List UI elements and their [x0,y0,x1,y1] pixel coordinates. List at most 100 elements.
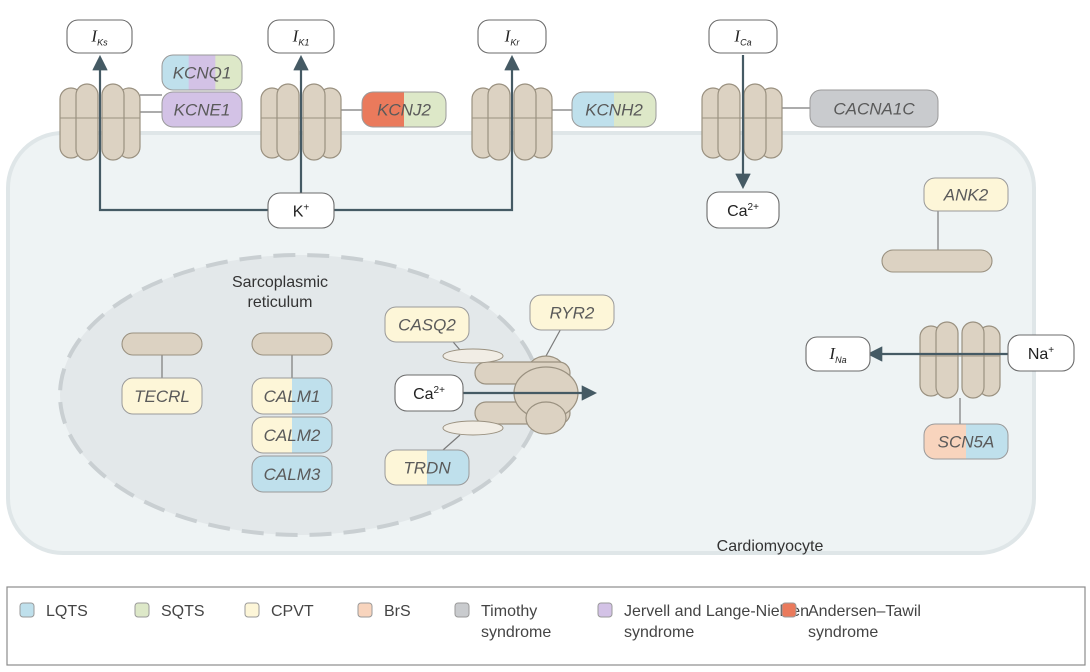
gene-casq2-label: CASQ2 [398,316,456,335]
gene-kcnj2-segment [362,92,405,127]
ion-ca_out: Ca2+ [706,191,780,229]
sr-label-line1: Sarcoplasmic [232,274,328,291]
gene-calm3-segment [252,456,332,492]
ion-na-label: Na+ [1028,345,1054,363]
current-ikr: IKr [477,19,547,54]
current-ica: ICa [708,19,778,54]
gene-ank2: ANK2 [923,177,1009,212]
ion-k: K+ [267,192,335,229]
gene-calm1-segment [252,378,293,414]
gene-calm3: CALM3 [251,455,333,493]
gene-cacna1c-label: CACNA1C [833,100,915,119]
gene-kcnq1-segment [188,55,216,90]
gene-casq2-segment [385,307,469,342]
legend-item-jln: Jervell and Lange-Nielsen syndrome [597,602,809,641]
gene-tecrl-label: TECRL [134,387,190,406]
legend-label: syndrome [624,624,694,641]
legend-label: Timothy [481,603,537,620]
calm-pill [251,332,333,356]
gene-calm2-label: CALM2 [264,426,321,445]
gene-kcnq1-segment [215,55,242,90]
gene-scn5a-segment [924,424,967,459]
legend-swatch [597,602,613,618]
gene-calm1-segment [292,378,332,414]
gene-ryr2: RYR2 [529,294,615,331]
legend-label: SQTS [161,603,205,620]
trdn-connector [442,434,461,451]
gene-calm1-label: CALM1 [264,387,321,406]
legend-swatch [454,602,470,618]
legend-label: CPVT [271,603,314,620]
cardiomyocyte-label: Cardiomyocyte [717,538,824,555]
ion-na: Na+ [1007,334,1075,372]
legend-item-brs: BrS [357,602,411,620]
gene-calm3-label: CALM3 [264,465,321,484]
ica-channel [701,83,783,161]
ryr2-complex [442,348,579,436]
legend-label: BrS [384,603,411,620]
current-ina: INa [805,336,871,372]
ikr-channel [471,83,553,161]
iks-channel [59,83,141,161]
legend-swatch [19,602,35,618]
gene-cacna1c-segment [810,90,938,127]
gene-kcnh2-segment [572,92,615,127]
gene-kcnq1-segment [162,55,190,90]
legend-label: syndrome [808,624,878,641]
gene-kcnh2-segment [614,92,656,127]
legend-swatch [357,602,373,618]
gene-trdn-label: TRDN [403,459,451,478]
gene-casq2: CASQ2 [384,306,470,343]
gene-trdn-segment [385,450,428,485]
legend-item-cpvt: CPVT [244,602,314,620]
gene-kcnq1-label: KCNQ1 [173,64,232,83]
gene-ank2-segment [924,178,1008,211]
gene-calm2: CALM2 [251,416,333,454]
gene-ryr2-segment [530,295,614,330]
gene-kcne1-segment [162,92,242,127]
gene-scn5a: SCN5A [923,423,1009,460]
gene-tecrl-segment [122,378,202,414]
legend-label: Andersen–Tawil [808,603,921,620]
sr-label-line2: reticulum [248,294,313,311]
gene-kcnh2-label: KCNH2 [585,101,643,120]
gene-cacna1c: CACNA1C [809,89,939,128]
gene-kcnh2: KCNH2 [571,91,657,128]
ik1-channel [260,83,342,161]
gene-scn5a-label: SCN5A [938,433,995,452]
ankyrin-pill [881,249,993,273]
k-to-iks-arrow [92,54,268,212]
gene-tecrl: TECRL [121,377,203,415]
legend-swatch [134,602,150,618]
legend-item-at: Andersen–Tawil syndrome [781,602,921,641]
current-iks: IKs [66,19,133,54]
gene-kcnj2-segment [404,92,446,127]
gene-kcnj2-label: KCNJ2 [377,101,431,120]
gene-calm2-segment [292,417,332,453]
gene-kcne1-label: KCNE1 [174,101,231,120]
legend-swatch [244,602,260,618]
current-ik1: IK1 [267,19,335,54]
legend-box [6,586,1086,666]
legend-label: LQTS [46,603,88,620]
ion-ca_sr: Ca2+ [394,374,464,412]
ina-channel [919,321,1001,399]
gene-trdn-segment [427,450,469,485]
legend-item-lqts: LQTS [19,602,88,620]
gene-trdn: TRDN [384,449,470,486]
gene-calm2-segment [252,417,293,453]
tecrl-pill [121,332,203,356]
legend-swatch [781,602,797,618]
legend-item-sqts: SQTS [134,602,205,620]
gene-kcnj2: KCNJ2 [361,91,447,128]
legend-label: syndrome [481,624,551,641]
legend-item-timothy: Timothy syndrome [454,602,551,641]
k-to-ikr-arrow [334,54,520,212]
legend-label: Jervell and Lange-Nielsen [624,603,809,620]
gene-calm1: CALM1 [251,377,333,415]
gene-ank2-label: ANK2 [943,186,989,205]
gene-scn5a-segment [966,424,1008,459]
gene-kcne1: KCNE1 [161,91,243,128]
gene-kcnq1: KCNQ1 [161,54,243,91]
